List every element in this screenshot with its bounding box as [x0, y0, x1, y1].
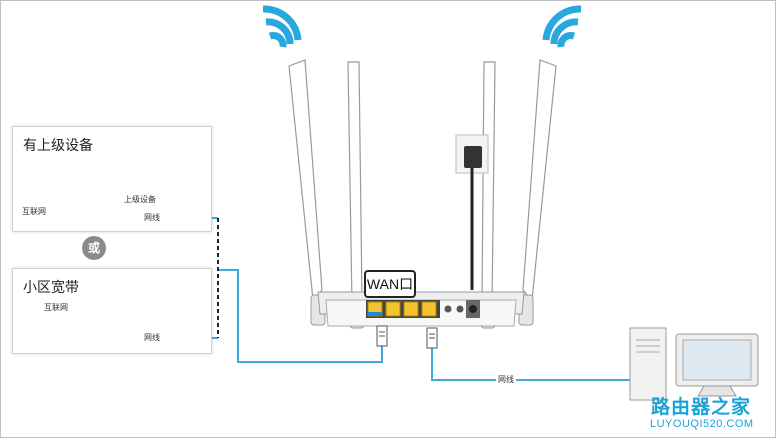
upstream-cable-label: 网线 — [142, 212, 162, 223]
broadband-panel: 小区宽带 — [12, 268, 212, 354]
router-body — [317, 291, 525, 327]
power-adapter-icon — [455, 134, 489, 290]
wan-port-callout: WAN口 — [364, 270, 416, 298]
or-badge: 或 — [82, 236, 106, 260]
upstream-device-panel: 有上级设备 — [12, 126, 212, 232]
wifi-signal-icon-left — [262, 5, 302, 48]
rj45-plugs — [376, 325, 438, 349]
broadband-internet-label: 互联网 — [44, 303, 68, 312]
upstream-internet-label: 互联网 — [22, 207, 46, 216]
upstream-panel-title: 有上级设备 — [23, 138, 93, 154]
watermark-url: LUYOUQI520.COM — [650, 418, 754, 430]
upstream-device-label: 上级设备 — [124, 195, 156, 204]
cable-to-computer — [431, 348, 640, 381]
desktop-computer-icon — [629, 327, 759, 401]
cable-to-wan — [218, 269, 383, 363]
broadband-panel-title: 小区宽带 — [23, 280, 79, 296]
watermark-brand: 路由器之家 — [651, 396, 752, 418]
router-antennas — [288, 59, 557, 305]
wifi-signal-icon-right — [542, 5, 582, 48]
broadband-cable-label: 网线 — [142, 332, 162, 343]
computer-cable-label: 网线 — [496, 374, 516, 385]
